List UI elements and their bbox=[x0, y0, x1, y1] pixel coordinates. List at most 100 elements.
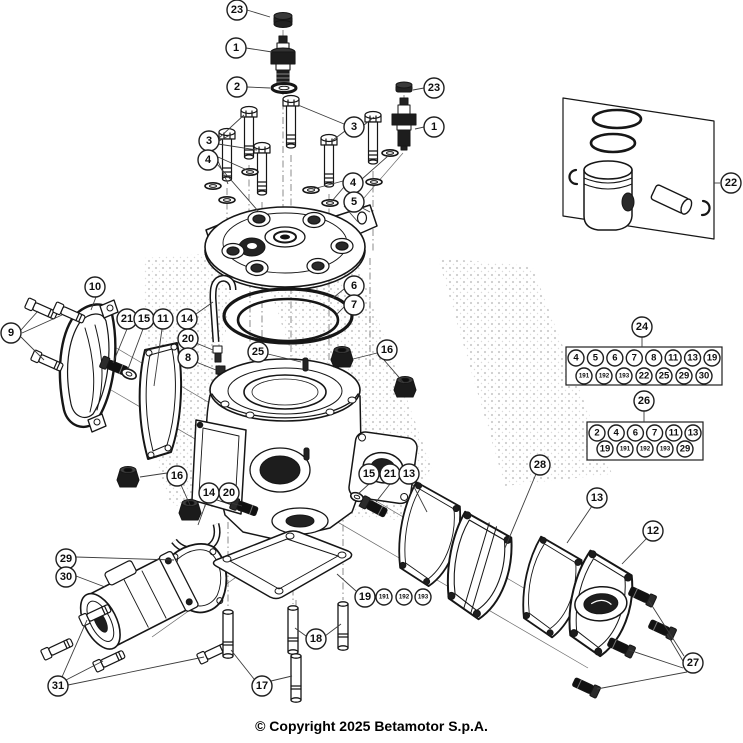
callout-31[interactable]: 31 bbox=[47, 675, 69, 697]
svg-text:6: 6 bbox=[351, 280, 357, 292]
svg-text:5: 5 bbox=[351, 196, 357, 208]
callout-29[interactable]: 29 bbox=[676, 440, 694, 458]
svg-text:23: 23 bbox=[231, 4, 243, 16]
callout-15[interactable]: 15 bbox=[358, 463, 380, 485]
callout-30[interactable]: 30 bbox=[55, 566, 77, 588]
callout-191[interactable]: 191 bbox=[616, 440, 634, 458]
callout-16[interactable]: 16 bbox=[376, 339, 398, 361]
svg-text:6: 6 bbox=[612, 353, 617, 364]
callout-7[interactable]: 7 bbox=[343, 294, 365, 316]
callout-5[interactable]: 5 bbox=[586, 349, 605, 367]
svg-text:28: 28 bbox=[534, 459, 546, 471]
callout-26[interactable]: 26 bbox=[633, 390, 655, 412]
callout-191[interactable]: 191 bbox=[375, 588, 393, 606]
callout-7[interactable]: 7 bbox=[645, 424, 664, 442]
callout-30[interactable]: 30 bbox=[695, 367, 713, 385]
callout-20[interactable]: 20 bbox=[218, 482, 240, 504]
callout-22[interactable]: 22 bbox=[635, 367, 653, 385]
callout-23[interactable]: 23 bbox=[423, 77, 445, 99]
callout-25[interactable]: 25 bbox=[247, 341, 269, 363]
callout-6[interactable]: 6 bbox=[626, 424, 645, 442]
callout-24[interactable]: 24 bbox=[631, 316, 653, 338]
reed-gasket-inner bbox=[398, 481, 462, 588]
callout-192[interactable]: 192 bbox=[395, 588, 413, 606]
callout-11[interactable]: 11 bbox=[664, 349, 682, 367]
callout-19[interactable]: 19 bbox=[703, 349, 721, 367]
svg-text:8: 8 bbox=[651, 353, 656, 364]
callout-12[interactable]: 12 bbox=[642, 520, 664, 542]
svg-text:11: 11 bbox=[668, 353, 679, 364]
svg-text:16: 16 bbox=[171, 470, 183, 482]
callout-13[interactable]: 13 bbox=[398, 463, 420, 485]
svg-text:30: 30 bbox=[699, 371, 710, 382]
callout-19[interactable]: 19 bbox=[354, 586, 376, 608]
callout-29[interactable]: 29 bbox=[675, 367, 693, 385]
svg-text:13: 13 bbox=[403, 468, 415, 480]
callout-23[interactable]: 23 bbox=[226, 0, 248, 21]
callout-193[interactable]: 193 bbox=[615, 367, 633, 385]
callout-1[interactable]: 1 bbox=[225, 37, 247, 59]
svg-text:191: 191 bbox=[620, 446, 631, 453]
callout-20[interactable]: 20 bbox=[177, 328, 199, 350]
callout-4[interactable]: 4 bbox=[197, 149, 219, 171]
callout-11[interactable]: 11 bbox=[665, 424, 683, 442]
callout-14[interactable]: 14 bbox=[198, 482, 220, 504]
callout-29[interactable]: 29 bbox=[55, 548, 77, 570]
svg-text:15: 15 bbox=[363, 468, 375, 480]
callout-8[interactable]: 8 bbox=[177, 347, 199, 369]
callout-9[interactable]: 9 bbox=[0, 322, 22, 344]
callout-25[interactable]: 25 bbox=[655, 367, 673, 385]
svg-text:193: 193 bbox=[418, 594, 429, 601]
callout-15[interactable]: 15 bbox=[133, 308, 155, 330]
callout-14[interactable]: 14 bbox=[176, 308, 198, 330]
callout-4[interactable]: 4 bbox=[567, 349, 585, 367]
svg-text:7: 7 bbox=[351, 299, 357, 311]
callout-13[interactable]: 13 bbox=[683, 349, 702, 367]
callout-13[interactable]: 13 bbox=[684, 424, 702, 442]
callout-28[interactable]: 28 bbox=[529, 454, 551, 476]
callout-5[interactable]: 5 bbox=[343, 191, 365, 213]
svg-text:7: 7 bbox=[632, 353, 637, 364]
callout-6[interactable]: 6 bbox=[343, 275, 365, 297]
callout-7[interactable]: 7 bbox=[625, 349, 643, 367]
callout-21[interactable]: 21 bbox=[116, 308, 138, 330]
callout-16[interactable]: 16 bbox=[166, 465, 188, 487]
callout-192[interactable]: 192 bbox=[636, 440, 654, 458]
callout-21[interactable]: 21 bbox=[379, 463, 401, 485]
callout-1[interactable]: 1 bbox=[423, 116, 445, 138]
svg-text:25: 25 bbox=[252, 346, 264, 358]
callout-193[interactable]: 193 bbox=[414, 588, 432, 606]
callout-18[interactable]: 18 bbox=[305, 628, 327, 650]
washer-15-upper bbox=[121, 368, 137, 380]
callout-11[interactable]: 11 bbox=[152, 308, 174, 330]
svg-text:20: 20 bbox=[182, 333, 194, 345]
svg-text:27: 27 bbox=[687, 657, 699, 669]
callout-13[interactable]: 13 bbox=[586, 487, 608, 509]
callout-19[interactable]: 19 bbox=[596, 440, 614, 458]
svg-text:14: 14 bbox=[203, 487, 216, 499]
reed-cover bbox=[568, 549, 634, 658]
callout-4[interactable]: 4 bbox=[607, 424, 625, 442]
callout-22[interactable]: 22 bbox=[720, 172, 742, 194]
callout-17[interactable]: 17 bbox=[251, 675, 273, 697]
svg-text:16: 16 bbox=[381, 344, 393, 356]
callout-3[interactable]: 3 bbox=[198, 130, 220, 152]
callout-2[interactable]: 2 bbox=[226, 76, 248, 98]
copyright-text: © Copyright 2025 Betamotor S.p.A. bbox=[255, 718, 488, 734]
svg-text:9: 9 bbox=[8, 327, 14, 339]
leader-lines bbox=[20, 9, 720, 690]
callout-2[interactable]: 2 bbox=[588, 424, 606, 442]
svg-text:14: 14 bbox=[181, 313, 194, 325]
callout-193[interactable]: 193 bbox=[656, 440, 674, 458]
svg-text:192: 192 bbox=[399, 594, 410, 601]
callout-6[interactable]: 6 bbox=[606, 349, 624, 367]
callout-191[interactable]: 191 bbox=[575, 367, 593, 385]
callout-27[interactable]: 27 bbox=[682, 652, 704, 674]
svg-text:3: 3 bbox=[206, 135, 212, 147]
callout-8[interactable]: 8 bbox=[645, 349, 663, 367]
callout-4[interactable]: 4 bbox=[342, 172, 364, 194]
callout-10[interactable]: 10 bbox=[84, 276, 106, 298]
callout-3[interactable]: 3 bbox=[343, 116, 365, 138]
callout-192[interactable]: 192 bbox=[595, 367, 613, 385]
svg-text:13: 13 bbox=[591, 492, 603, 504]
